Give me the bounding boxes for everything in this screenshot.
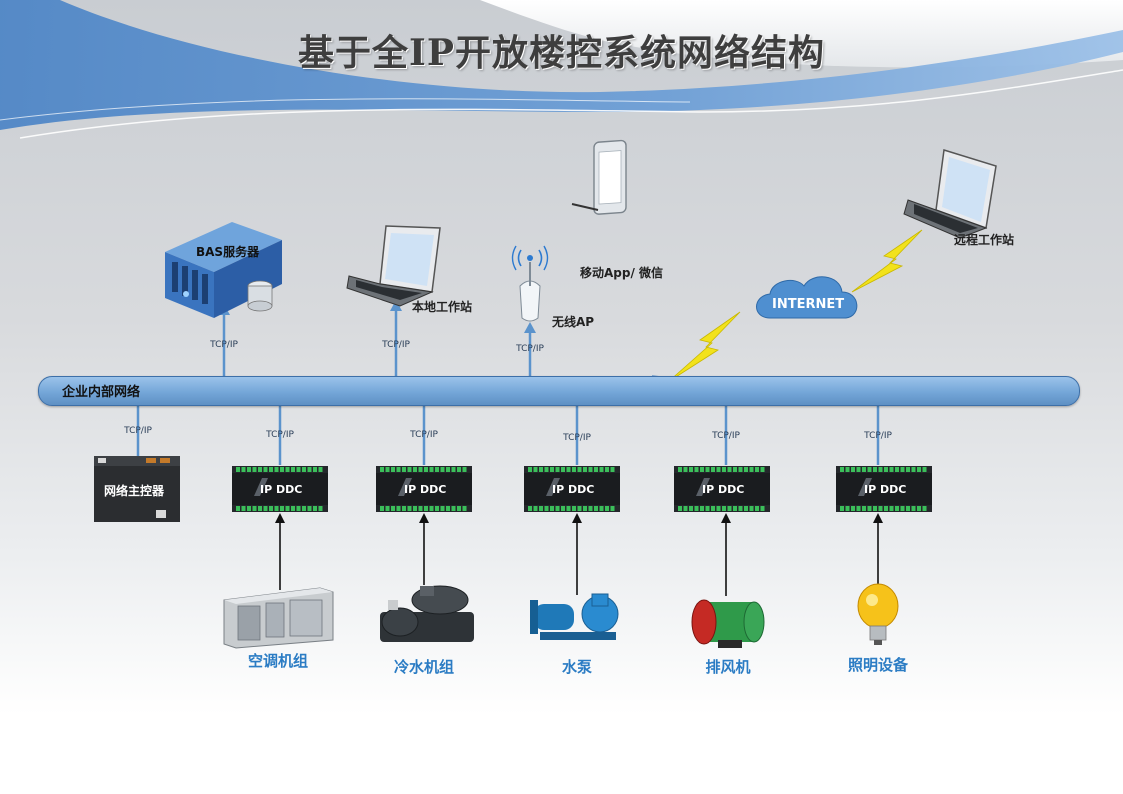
light-bulb-icon bbox=[857, 583, 899, 645]
page-title: 基于全IP开放楼控系统网络结构 bbox=[298, 32, 825, 74]
exhaust-fan-icon bbox=[691, 599, 765, 648]
ddc-label: IP DDC bbox=[702, 483, 745, 496]
protocol-label: TCP/IP bbox=[563, 433, 591, 443]
ahu-icon bbox=[223, 587, 334, 649]
tablet-icon bbox=[571, 139, 627, 215]
protocol-label: TCP/IP bbox=[864, 431, 892, 441]
server-icon bbox=[165, 222, 282, 318]
protocol-label: TCP/IP bbox=[266, 430, 294, 440]
ip-ddc-controller: IP DDC bbox=[376, 466, 472, 512]
remote-workstation-label: 远程工作站 bbox=[954, 233, 1015, 247]
ddc-module-icon bbox=[524, 466, 620, 512]
ip-ddc-controller: IP DDC bbox=[232, 466, 328, 512]
downlinks bbox=[136, 404, 880, 465]
ddc-module-icon bbox=[376, 466, 472, 512]
chiller-label: 冷水机组 bbox=[393, 658, 455, 676]
wireless-ap-icon bbox=[511, 245, 549, 322]
pump-icon bbox=[530, 593, 619, 640]
laptop-icon bbox=[346, 225, 441, 307]
cloud-icon bbox=[756, 276, 858, 319]
uplinks bbox=[222, 308, 532, 376]
header-swoosh bbox=[0, 0, 1123, 130]
pump-label: 水泵 bbox=[561, 658, 593, 676]
mobile-app-label: 移动App/ 微信 bbox=[580, 266, 664, 280]
ddc-label: IP DDC bbox=[552, 483, 595, 496]
ddc-label: IP DDC bbox=[864, 483, 907, 496]
network-controller-label: 网络主控器 bbox=[104, 484, 165, 498]
ip-ddc-controller: IP DDC bbox=[674, 466, 770, 512]
ddc-module-icon bbox=[836, 466, 932, 512]
chiller-icon bbox=[380, 585, 474, 642]
ddc-label: IP DDC bbox=[404, 483, 447, 496]
exhaust-fan-label: 排风机 bbox=[705, 658, 751, 676]
equipment-arrowheads bbox=[275, 513, 883, 523]
network-bus bbox=[38, 376, 1080, 406]
protocol-label: TCP/IP bbox=[124, 426, 152, 436]
bus-label: 企业内部网络 bbox=[62, 385, 141, 400]
local-workstation-label: 本地工作站 bbox=[412, 300, 473, 314]
protocol-label: TCP/IP bbox=[516, 344, 544, 354]
protocol-label: TCP/IP bbox=[410, 430, 438, 440]
bas-server-label: BAS服务器 bbox=[196, 245, 260, 259]
ddc-module-icon bbox=[232, 466, 328, 512]
protocol-label: TCP/IP bbox=[382, 340, 410, 350]
ddc-label: IP DDC bbox=[260, 483, 303, 496]
ip-ddc-controller: IP DDC bbox=[836, 466, 932, 512]
laptop-icon bbox=[903, 149, 997, 239]
wireless-ap-label: 无线AP bbox=[552, 315, 595, 329]
protocol-label: TCP/IP bbox=[210, 340, 238, 350]
ip-ddc-controller: IP DDC bbox=[524, 466, 620, 512]
equipment-links bbox=[279, 520, 879, 596]
protocol-label: TCP/IP bbox=[712, 431, 740, 441]
internet-label: INTERNET bbox=[772, 297, 845, 312]
network-controller-icon bbox=[94, 456, 180, 522]
ddc-module-icon bbox=[674, 466, 770, 512]
lighting-label: 照明设备 bbox=[847, 656, 909, 674]
ahu-label: 空调机组 bbox=[247, 652, 309, 670]
